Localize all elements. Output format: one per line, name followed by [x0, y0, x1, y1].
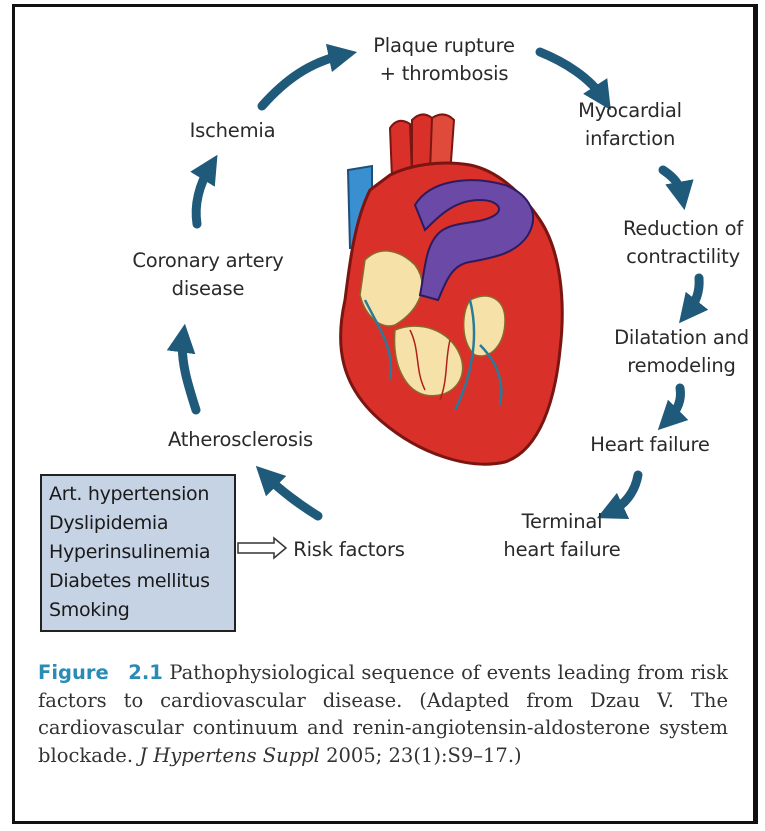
heart-graphic: [341, 114, 563, 464]
caption-journal: J Hypertens Suppl: [139, 744, 320, 767]
risk-factor-item: Dyslipidemia: [49, 509, 234, 538]
node-dilatation-remodeling: Dilatation and remodeling: [599, 324, 764, 380]
node-myocardial-infarction: Myocardial infarction: [555, 97, 705, 153]
risk-factor-item: Smoking: [49, 596, 234, 625]
arrow-cad-to-ischemia: [196, 167, 210, 224]
arrow-mi-to-reduction: [663, 170, 682, 196]
arrow-risk-to-athero: [266, 476, 318, 516]
figure-caption: Figure 2.1 Pathophysiological sequence o…: [38, 659, 728, 769]
arrow-hf-to-terminal: [610, 475, 638, 512]
node-terminal-heart-failure: Terminal heart failure: [482, 508, 642, 564]
node-ischemia: Ischemia: [170, 117, 295, 145]
arrow-dilatation-to-hf: [668, 388, 681, 420]
node-heart-failure: Heart failure: [575, 431, 725, 459]
figure-number: 2.1: [128, 661, 163, 684]
node-plaque-rupture: Plaque rupture + thrombosis: [344, 32, 544, 88]
node-reduction-contractility: Reduction of contractility: [603, 215, 763, 271]
arrow-reduction-to-dilatation: [688, 278, 699, 312]
node-coronary-artery-disease: Coronary artery disease: [118, 247, 298, 303]
arrow-plaque-to-mi: [540, 52, 603, 98]
risk-factor-item: Art. hypertension: [49, 480, 234, 509]
risk-factor-item: Hyperinsulinemia: [49, 538, 234, 567]
node-risk-factors: Risk factors: [284, 536, 414, 564]
risk-factor-box: Art. hypertension Dyslipidemia Hyperinsu…: [40, 474, 236, 632]
box-to-risk-arrow: [238, 538, 286, 558]
risk-factor-item: Diabetes mellitus: [49, 567, 234, 596]
node-atherosclerosis: Atherosclerosis: [148, 426, 333, 454]
arrow-ischemia-to-plaque: [262, 55, 343, 106]
caption-citation: 2005; 23(1):S9–17.): [326, 744, 522, 767]
figure-label: Figure: [38, 661, 109, 684]
arrow-athero-to-cad: [182, 338, 196, 410]
